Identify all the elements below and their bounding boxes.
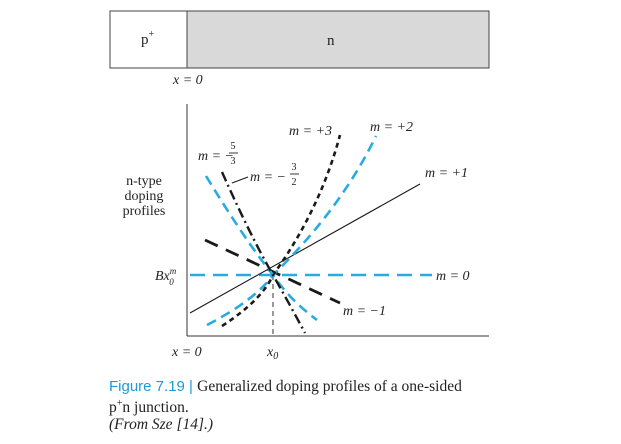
curve-m-minus-1 xyxy=(204,238,341,305)
caption-line-1: Figure 7.19 | Generalized doping profile… xyxy=(109,378,589,395)
label-m-minus-1: m = −1 xyxy=(343,304,386,319)
svg-text:m = −: m = − xyxy=(250,170,286,185)
label-m-zero: m = 0 xyxy=(436,269,470,284)
label-m-plus-2: m = +2 xyxy=(370,120,413,135)
label-m-minus-5-3: m = − 5 3 xyxy=(198,141,238,167)
svg-text:5: 5 xyxy=(231,141,236,152)
x-origin-label: x = 0 xyxy=(171,345,202,360)
curve-m-minus-3-2 xyxy=(220,171,307,334)
caption-text-1: Generalized doping profiles of a one-sid… xyxy=(197,378,462,395)
p-region xyxy=(109,10,188,69)
label-m-minus-3-2: m = − 3 2 xyxy=(250,162,299,188)
p-plus-label: p+ xyxy=(141,29,155,48)
curve-m-plus-2 xyxy=(206,135,378,327)
svg-text:3: 3 xyxy=(292,162,297,173)
figure-label: Figure 7.19 xyxy=(109,378,185,395)
svg-text:3: 3 xyxy=(231,156,236,167)
n-label: n xyxy=(327,33,335,49)
curve-m-plus-1 xyxy=(189,183,421,314)
junction-bar: p+ n x = 0 xyxy=(109,10,490,88)
caption-line-2: p+n junction. xyxy=(109,398,189,417)
n-region xyxy=(186,10,490,69)
m-minus-3-2-leader xyxy=(231,176,249,184)
junction-x0-label: x = 0 xyxy=(172,73,203,88)
caption-credit: (From Sze [14].) xyxy=(109,416,214,434)
curve-m-minus-5-3 xyxy=(204,175,318,322)
svg-text:m = −: m = − xyxy=(198,149,234,164)
x0-tick-label: x0 xyxy=(266,345,278,362)
label-m-plus-1: m = +1 xyxy=(425,166,468,181)
caption-separator: | xyxy=(184,378,198,395)
svg-text:2: 2 xyxy=(292,177,297,188)
label-m-plus-3: m = +3 xyxy=(289,124,332,139)
doping-curves xyxy=(189,134,432,334)
caption-text-2: n junction. xyxy=(122,399,189,417)
ylabel-line-3: profiles xyxy=(123,204,166,219)
plot-axes xyxy=(186,104,489,337)
figure-caption: Figure 7.19 | Generalized doping profile… xyxy=(109,378,589,433)
ylabel-line-2: doping xyxy=(125,189,164,204)
ylabel-line-1: n-type xyxy=(126,174,162,189)
curve-m-plus-3 xyxy=(221,134,342,328)
